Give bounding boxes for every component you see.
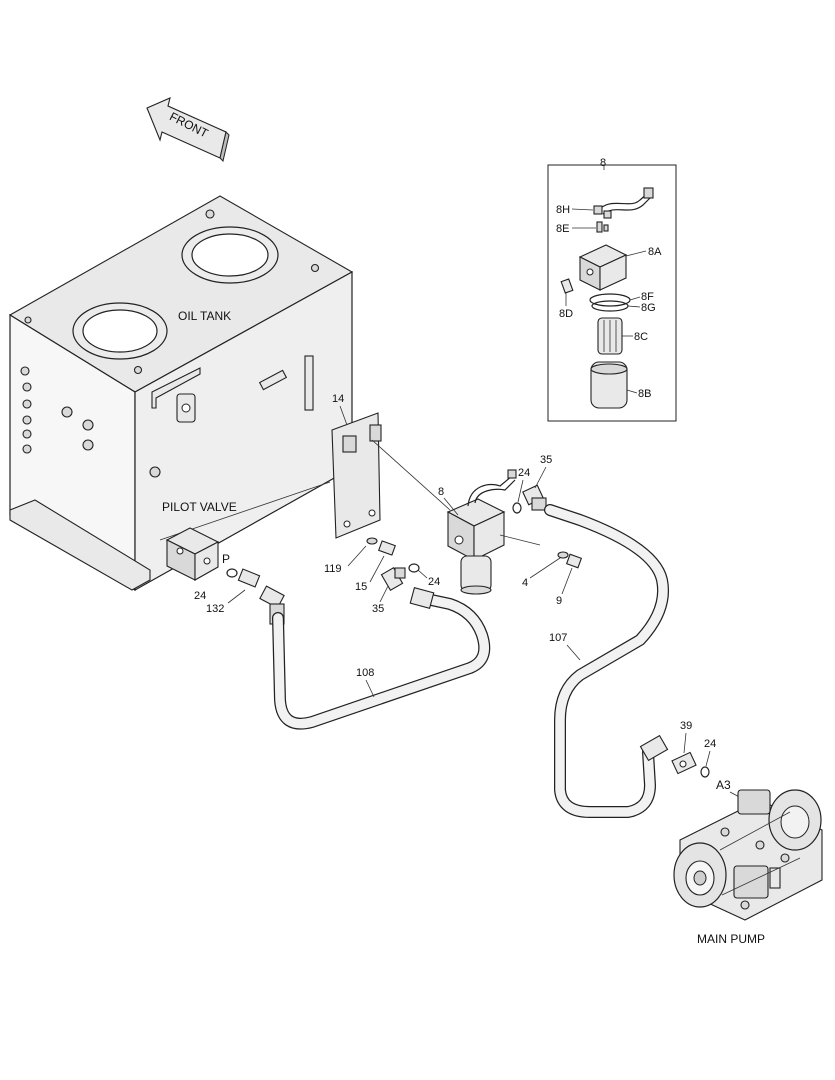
callout-24-filter: 24 [428,576,440,588]
o-ring-24-pump [700,766,710,778]
bolt-9 [565,553,583,569]
callout-8E: 8E [556,223,569,235]
front-arrow: FRONT [146,97,230,162]
tank-fittings [20,366,94,454]
o-ring-24-p [226,568,238,578]
callout-8B: 8B [638,388,651,400]
callout-35-upper: 35 [540,454,552,466]
port-a3-label: A3 [716,778,731,792]
callout-8A: 8A [648,246,662,258]
callout-8F: 8F [641,291,654,303]
oil-tank [8,195,354,592]
o-ring-24-filter [408,563,420,573]
callout-24-pump: 24 [704,738,716,750]
callout-107: 107 [549,632,567,644]
pilot-valve-block [165,527,220,581]
oil-tank-label: OIL TANK [178,309,231,323]
elbow-35-upper [522,484,547,511]
port-p-label: P [222,552,230,566]
main-pump-label: MAIN PUMP [697,932,765,946]
bracket-14 [331,412,382,539]
callout-108: 108 [356,667,374,679]
fitting-39 [671,751,697,775]
callout-8: 8 [438,486,444,498]
elbow-35-lower [380,566,406,592]
callout-8C: 8C [634,331,648,343]
bolt-15 [378,540,396,556]
callout-35-lower: 35 [372,603,384,615]
callout-8G: 8G [641,302,656,314]
callout-4: 4 [522,577,528,589]
o-ring-24-upper [512,502,522,514]
callout-14: 14 [332,393,344,405]
callout-24-p: 24 [194,590,206,602]
adapter-132 [237,568,261,588]
callout-8D: 8D [559,308,573,320]
callout-24-upper: 24 [518,467,530,479]
callout-39: 39 [680,720,692,732]
callout-8H: 8H [556,204,570,216]
callout-132: 132 [206,603,224,615]
main-pump [673,789,823,921]
washer-4 [557,551,569,559]
pilot-valve-label: PILOT VALVE [162,500,237,514]
pilot-filter-8 [446,469,517,595]
filter-detail-box [547,164,677,422]
washer-119 [366,537,378,545]
callout-9: 9 [556,595,562,607]
callout-119: 119 [324,563,342,575]
callout-filter-group: 8 [600,157,606,169]
hose-107 [544,504,669,818]
hose-108 [272,587,491,730]
callout-15: 15 [355,581,367,593]
